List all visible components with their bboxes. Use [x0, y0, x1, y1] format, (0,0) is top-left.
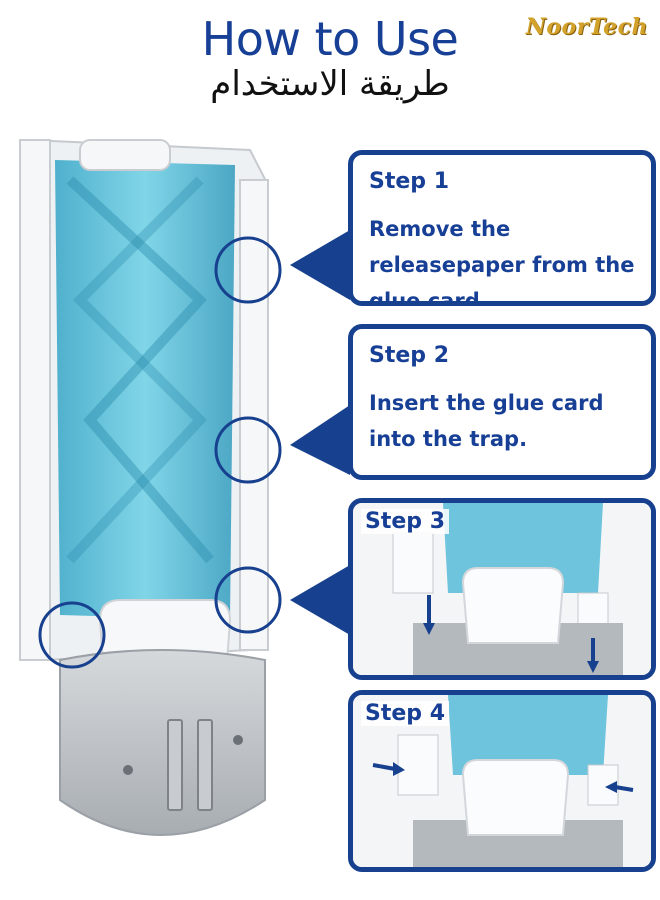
- brand-logo: NoorTech: [525, 14, 648, 40]
- step-2-text: Insert the glue card into the trap.: [369, 391, 604, 451]
- step-3-illustration: [353, 503, 651, 675]
- step-4-title: Step 4: [361, 701, 449, 726]
- glue-card-blue: [55, 160, 235, 620]
- step-3-panel: Step 3: [348, 498, 656, 680]
- step-2-panel: Step 2 Insert the glue card into the tra…: [348, 324, 656, 480]
- plug-base: [59, 649, 266, 836]
- step-3-title: Step 3: [361, 509, 449, 534]
- step-1-panel: Step 1 Remove the releasepaper from the …: [348, 150, 656, 306]
- step-1-title: Step 1: [369, 169, 449, 194]
- page-subtitle-arabic: طريقة الاستخدام: [210, 64, 450, 104]
- step-4-panel: Step 4: [348, 690, 656, 872]
- step-2-title: Step 2: [369, 343, 449, 368]
- page-title: How to Use: [201, 12, 459, 66]
- step-1-text: Remove the releasepaper from the glue ca…: [369, 217, 635, 306]
